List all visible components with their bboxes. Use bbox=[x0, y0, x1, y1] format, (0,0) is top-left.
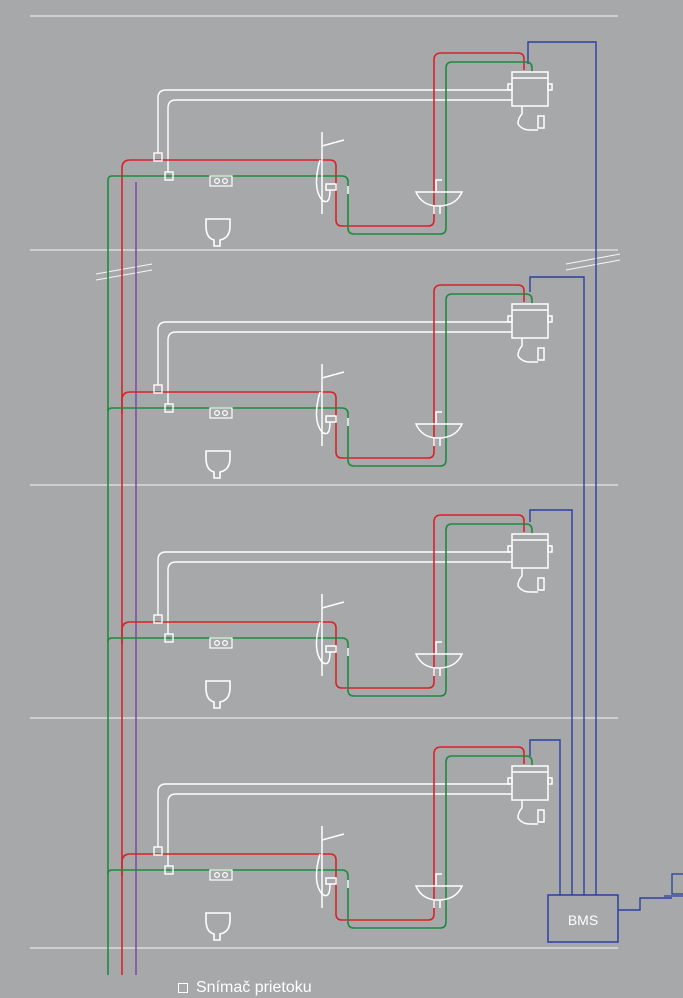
bms-signal-wiring bbox=[527, 41, 672, 911]
water-heater-unit-icon bbox=[507, 533, 553, 593]
drain-pipe bbox=[157, 89, 512, 172]
drain-pipe bbox=[157, 783, 512, 866]
water-heater-unit-icon bbox=[507, 765, 553, 825]
legend-flow-sensor-label: Snímač prietoku bbox=[196, 979, 312, 996]
floor-lines bbox=[30, 15, 621, 949]
cold-water-line bbox=[107, 61, 533, 235]
flow-sensor-icon bbox=[164, 865, 174, 875]
cold-water-line bbox=[107, 523, 533, 697]
shower-icon bbox=[315, 364, 349, 446]
flow-sensor-icon bbox=[178, 983, 188, 993]
bms-label: BMS bbox=[567, 912, 599, 928]
washbasin-icon bbox=[414, 873, 464, 908]
washbasin-icon bbox=[414, 411, 464, 446]
legend: Snímač prietoku bbox=[178, 978, 312, 998]
floor-4 bbox=[107, 746, 553, 941]
toilet-icon bbox=[205, 218, 231, 247]
shower-icon bbox=[315, 594, 349, 676]
water-heater-unit-icon bbox=[507, 303, 553, 363]
floor-2 bbox=[107, 284, 553, 479]
cold-water-line bbox=[107, 293, 533, 467]
flush-plate-icon bbox=[209, 637, 233, 649]
flow-sensor-icon bbox=[153, 152, 163, 162]
drain-pipe bbox=[157, 321, 512, 404]
flow-sensor-icon bbox=[153, 846, 163, 856]
washbasin-icon bbox=[414, 179, 464, 214]
flow-sensor-icon bbox=[153, 384, 163, 394]
water-heater-unit-icon bbox=[507, 71, 553, 131]
floor-3 bbox=[107, 514, 553, 709]
hot-water-line bbox=[121, 52, 525, 227]
toilet-icon bbox=[205, 912, 231, 941]
toilet-icon bbox=[205, 680, 231, 709]
hot-water-line bbox=[121, 514, 525, 689]
toilet-icon bbox=[205, 450, 231, 479]
drain-pipe bbox=[157, 551, 512, 634]
flow-sensor-icon bbox=[164, 171, 174, 181]
washbasin-icon bbox=[414, 641, 464, 676]
shower-icon bbox=[315, 132, 349, 214]
bms-box bbox=[547, 894, 619, 943]
flush-plate-icon bbox=[209, 869, 233, 881]
flow-sensor-icon bbox=[153, 614, 163, 624]
hot-water-line bbox=[121, 284, 525, 459]
shower-icon bbox=[315, 826, 349, 908]
flush-plate-icon bbox=[209, 175, 233, 187]
hot-water-line bbox=[121, 746, 525, 921]
flow-sensor-icon bbox=[164, 633, 174, 643]
flow-sensor-icon bbox=[164, 403, 174, 413]
floor-1 bbox=[107, 52, 553, 247]
floors bbox=[107, 52, 553, 941]
risers bbox=[107, 180, 137, 975]
flush-plate-icon bbox=[209, 407, 233, 419]
cold-water-line bbox=[107, 755, 533, 929]
laptop-icon bbox=[664, 873, 683, 897]
